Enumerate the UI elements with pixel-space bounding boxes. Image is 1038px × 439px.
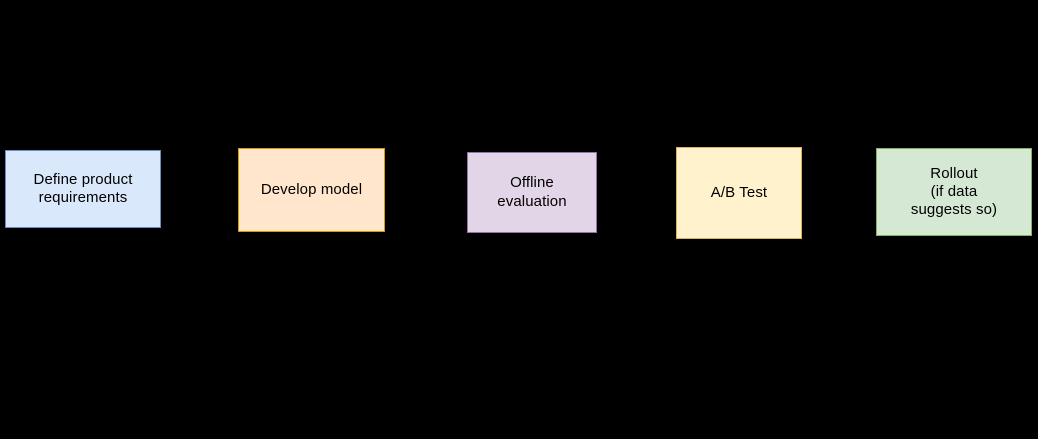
flow-node-rollout[interactable]: Rollout (if data suggests so) — [876, 148, 1032, 236]
flow-node-label: Define product requirements — [33, 170, 133, 206]
flow-node-label: Rollout (if data suggests so) — [910, 164, 998, 219]
flow-node-offline-evaluation[interactable]: Offline evaluation — [467, 152, 597, 233]
flow-node-develop-model[interactable]: Develop model — [238, 148, 385, 232]
flow-node-ab-test[interactable]: A/B Test — [676, 147, 802, 239]
flow-node-label: Develop model — [260, 180, 363, 198]
flow-node-define-product-requirements[interactable]: Define product requirements — [5, 150, 161, 228]
flow-node-label: Offline evaluation — [497, 174, 567, 210]
flow-node-label: A/B Test — [710, 183, 768, 201]
